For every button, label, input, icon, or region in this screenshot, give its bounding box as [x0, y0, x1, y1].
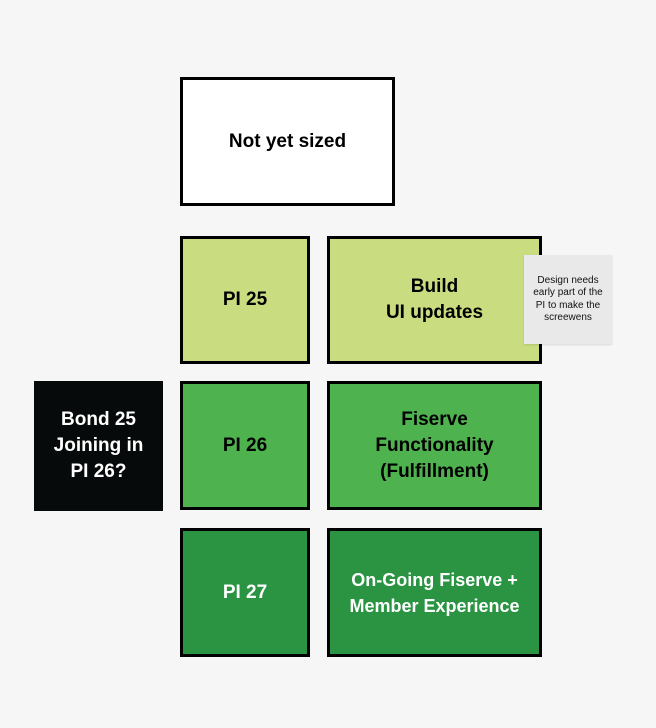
sticky-note[interactable]: Design needs early part of the PI to mak…	[524, 255, 612, 344]
build-ui-updates-box[interactable]: Build UI updates	[327, 236, 542, 364]
pi-26-label: PI 26	[222, 434, 268, 456]
pi-25-box[interactable]: PI 25	[180, 236, 310, 364]
fiserve-line-1: Fiserve	[401, 408, 468, 430]
ongoing-fiserve-box[interactable]: On-Going Fiserve + Member Experience	[327, 528, 542, 657]
build-ui-updates-text: Build UI updates	[386, 274, 483, 326]
not-yet-sized-label: Not yet sized	[228, 130, 347, 152]
pi-26-box[interactable]: PI 26	[180, 381, 310, 510]
fiserve-line-3: (Fulfillment)	[380, 460, 489, 482]
pi-27-label: PI 27	[222, 581, 268, 603]
build-line-1: Build	[410, 276, 459, 297]
not-yet-sized-box[interactable]: Not yet sized	[180, 77, 395, 206]
fiserve-line-2: Functionality	[375, 434, 494, 456]
ongoing-line-2: Member Experience	[349, 595, 520, 616]
bond-line-1: Bond 25	[61, 409, 136, 430]
fiserve-functionality-box[interactable]: Fiserve Functionality (Fulfillment)	[327, 381, 542, 510]
pi-27-box[interactable]: PI 27	[180, 528, 310, 657]
bond-line-2: Joining in	[53, 435, 144, 456]
ongoing-fiserve-text: On-Going Fiserve + Member Experience	[349, 567, 519, 619]
ongoing-line-1: On-Going Fiserve +	[351, 569, 518, 590]
build-line-2: UI updates	[385, 302, 484, 323]
bond-25-box[interactable]: Bond 25 Joining in PI 26?	[34, 381, 163, 511]
fiserve-functionality-text: Fiserve Functionality (Fulfillment)	[375, 407, 493, 485]
sticky-note-text: Design needs early part of the PI to mak…	[533, 274, 603, 324]
bond-25-text: Bond 25 Joining in PI 26?	[54, 407, 144, 485]
pi-25-label: PI 25	[222, 289, 268, 310]
bond-line-3: PI 26?	[70, 461, 127, 482]
